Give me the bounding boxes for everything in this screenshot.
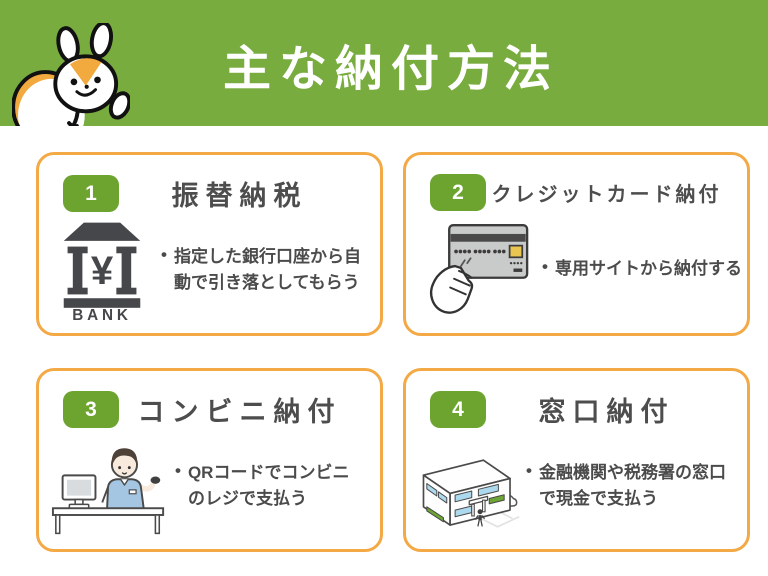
- card-head: 2 クレジットカード納付: [406, 155, 747, 211]
- credit-card-in-hand-icon: [416, 219, 536, 319]
- bullet-item: • 指定した銀行口座から自動で引き落としてもらう: [155, 244, 370, 297]
- number-badge-4: 4: [430, 391, 486, 428]
- bullet-text-4: 金融機関や税務署の窓口で現金で支払う: [538, 462, 726, 508]
- card-title-3: コンビニ納付: [137, 397, 342, 427]
- bank-label: BANK: [72, 307, 132, 322]
- card-furikae-nozei: 1 振替納税 ¥ BANK: [36, 152, 383, 336]
- bullet-item: • QRコードでコンビニのレジで支払う: [169, 460, 354, 513]
- bank-icon: ¥ BANK: [49, 219, 155, 322]
- card-counter-payment: 4 窓口納付: [403, 368, 750, 552]
- card-title-4: 窓口納付: [538, 397, 675, 427]
- yen-symbol: ¥: [91, 247, 114, 292]
- bullet-dot: •: [175, 460, 181, 480]
- card-title-2: クレジットカード納付: [491, 184, 722, 206]
- hamster-mascot-icon: [11, 21, 132, 126]
- card-credit-card: 2 クレジットカード納付: [403, 152, 750, 336]
- payment-method-grid: 1 振替納税 ¥ BANK: [36, 152, 750, 552]
- number-badge-3: 3: [63, 391, 119, 428]
- card-body: • 専用サイトから納付する: [406, 211, 747, 333]
- card-body: ¥ BANK • 指定した銀行口座から自動で引き落としてもらう: [39, 213, 380, 333]
- bullet-dot: •: [542, 256, 548, 276]
- number-badge-1: 1: [63, 175, 119, 212]
- bullet-dot: •: [161, 244, 167, 264]
- store-clerk-register-icon: [49, 436, 169, 536]
- bullet-text-2: 専用サイトから納付する: [554, 258, 742, 278]
- bullet-item: • 専用サイトから納付する: [536, 256, 742, 282]
- bullet-dot: •: [526, 460, 532, 480]
- card-convenience-store: 3 コンビニ納付: [36, 368, 383, 552]
- card-head: 4 窓口納付: [406, 371, 747, 429]
- header-banner: 主な納付方法: [0, 0, 768, 126]
- card-head: 1 振替納税: [39, 155, 380, 213]
- bullet-item: • 金融機関や税務署の窓口で現金で支払う: [520, 460, 739, 513]
- number-badge-2: 2: [430, 174, 486, 211]
- card-head: 3 コンビニ納付: [39, 371, 380, 429]
- bullet-text-1: 指定した銀行口座から自動で引き落としてもらう: [173, 246, 361, 292]
- page-title: 主な納付方法: [222, 43, 559, 96]
- bullet-text-3: QRコードでコンビニのレジで支払う: [187, 462, 350, 508]
- card-body: • 金融機関や税務署の窓口で現金で支払う: [406, 429, 747, 549]
- card-body: • QRコードでコンビニのレジで支払う: [39, 429, 380, 549]
- office-building-icon: [416, 436, 520, 536]
- card-title-1: 振替納税: [171, 181, 308, 211]
